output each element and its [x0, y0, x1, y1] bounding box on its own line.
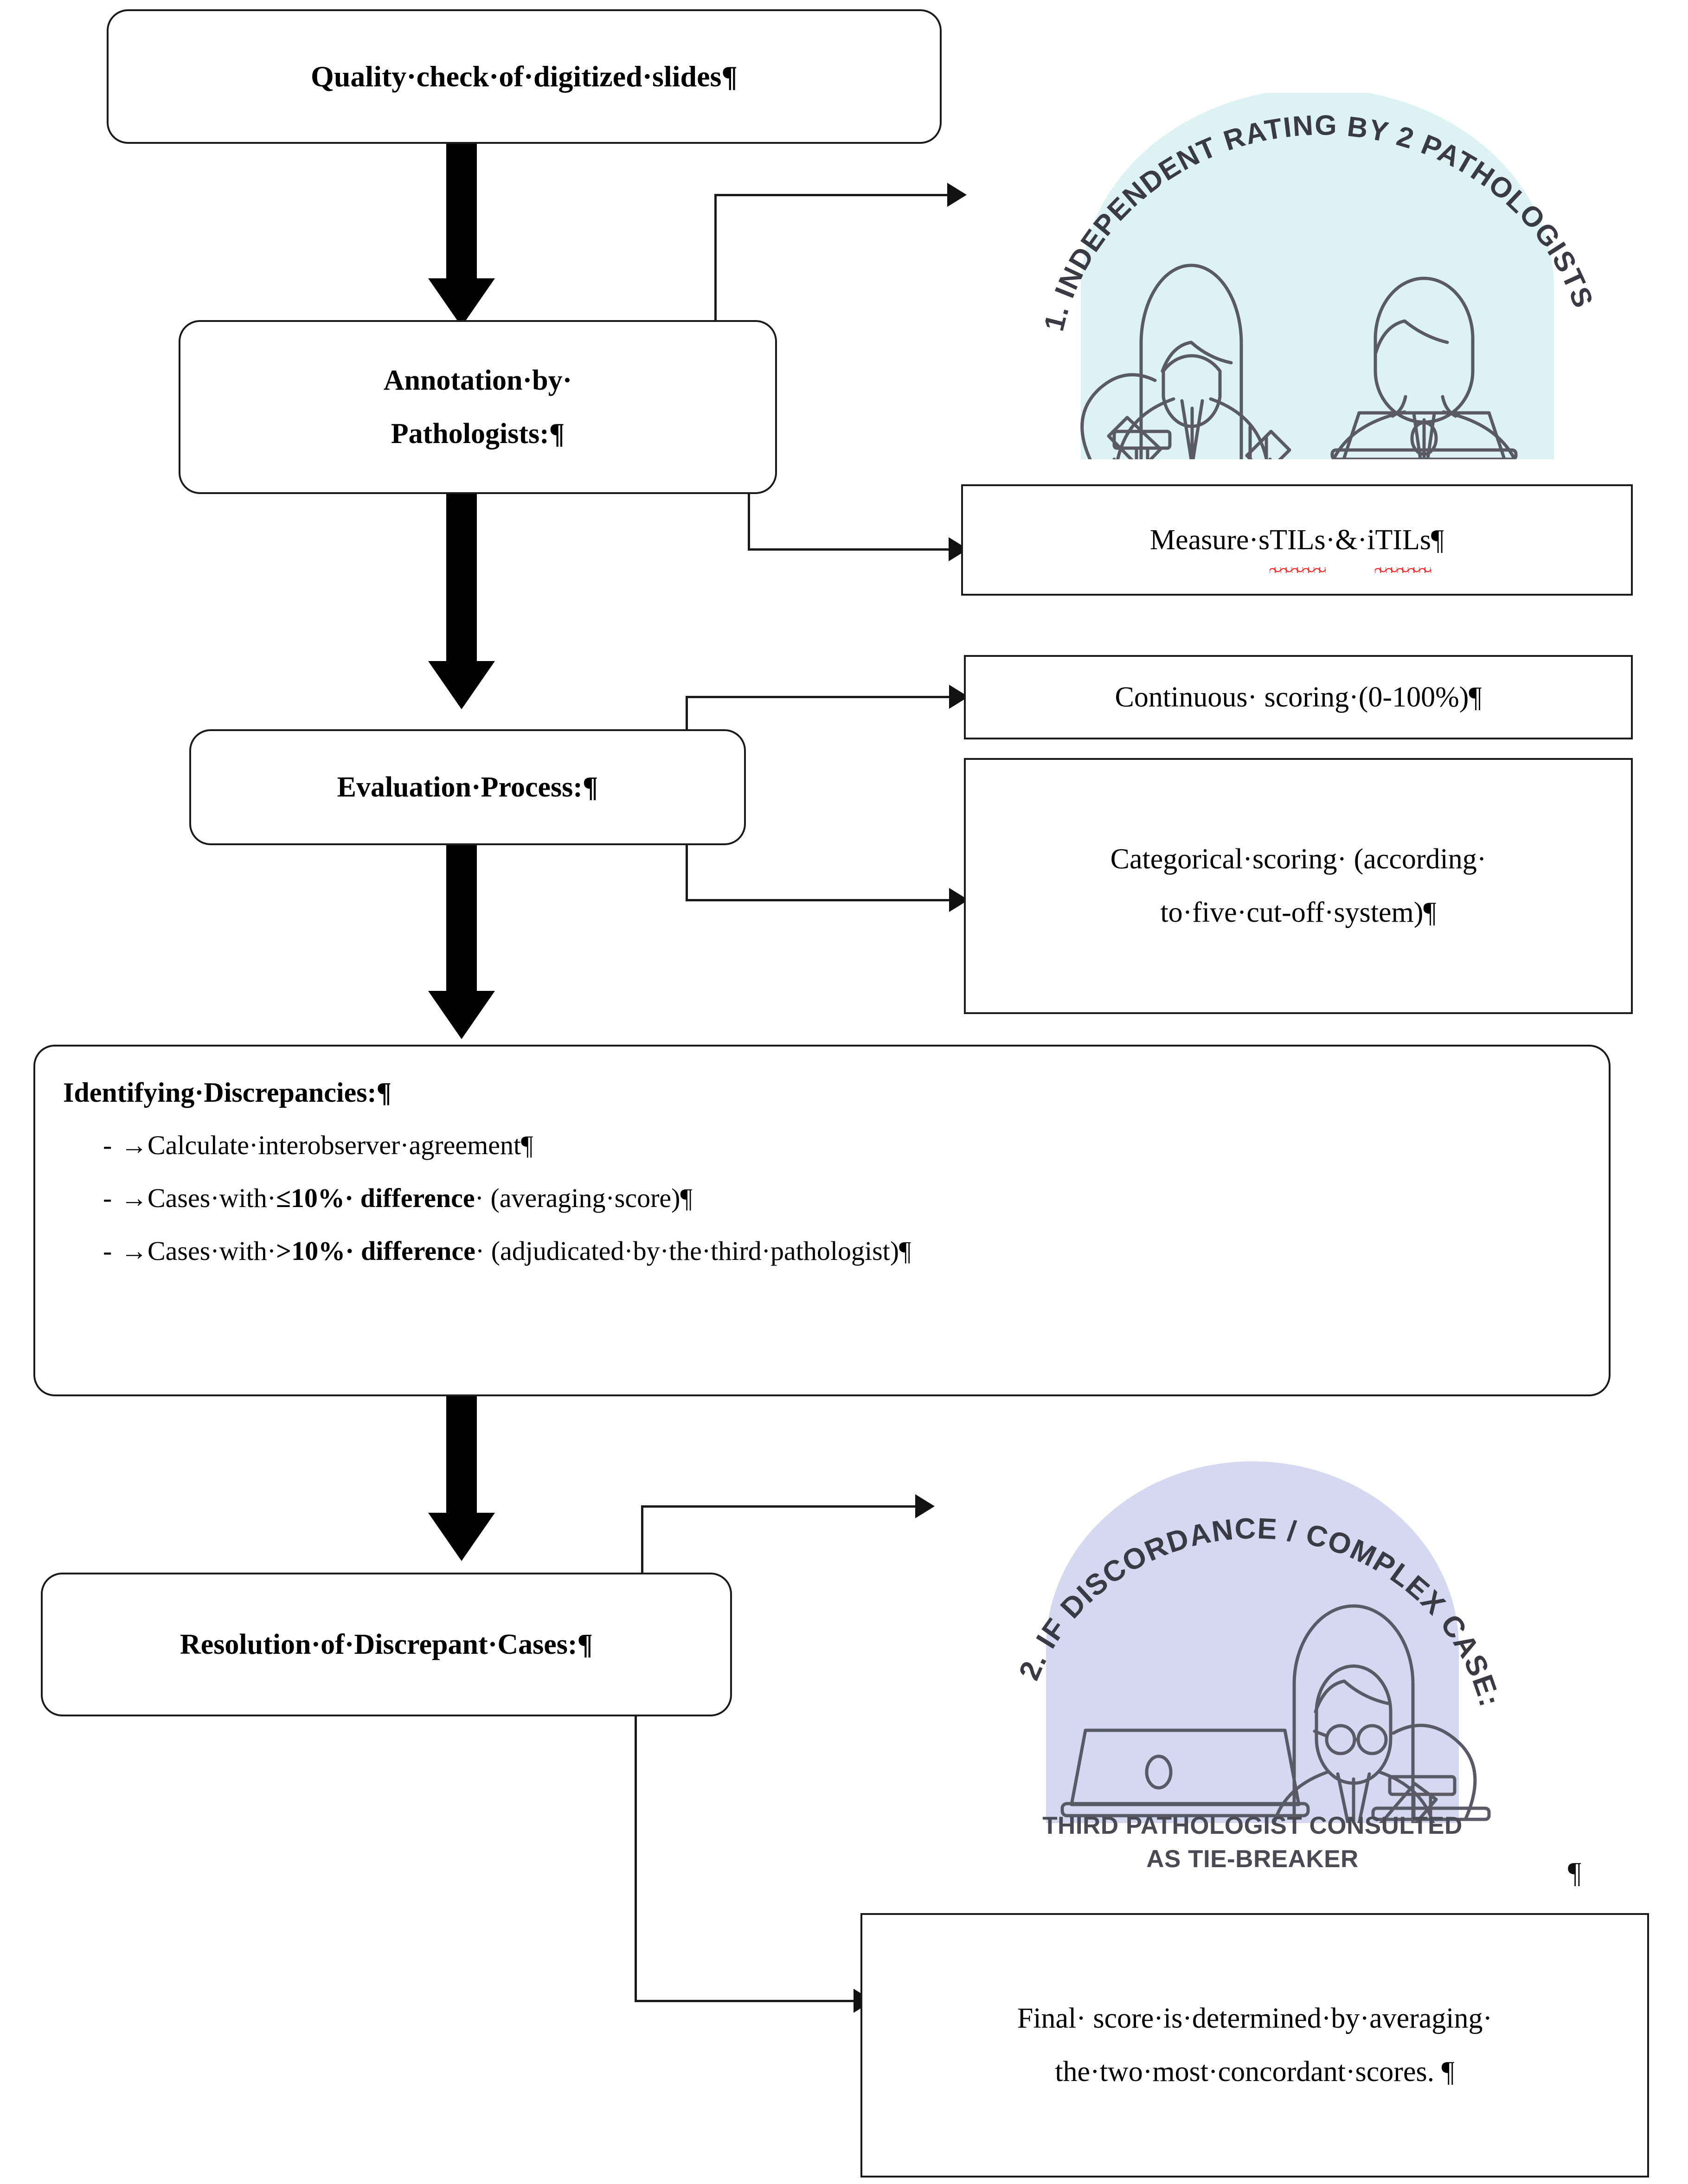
- arrowhead-to-illustration2: [915, 1494, 935, 1518]
- node-final-score-line2: the·two·most·concordant·scores. ¶: [1055, 2056, 1455, 2088]
- illustration2-caption-line2: AS TIE-BREAKER: [1146, 1845, 1359, 1873]
- connector-evaluation-to-continuous: [686, 696, 951, 698]
- discrepancy-item-1: -→Calculate·interobserver·agreement¶: [103, 1124, 1581, 1166]
- bullet-arrow-2: →: [121, 1182, 148, 1213]
- node-final-score-line1: Final· score·is·determined·by·averaging·: [1017, 2003, 1493, 2035]
- discrepancy-item-1-text: Calculate·interobserver·agreement¶: [148, 1130, 533, 1160]
- discrepancy-item-2: -→Cases·with·≤10%· difference· (averagin…: [103, 1177, 1581, 1219]
- connector-resolution-to-final: [635, 2000, 855, 2002]
- node-categorical-scoring-line2: to·five·cut-off·system)¶: [1160, 897, 1437, 928]
- connector-annotation-down-stub: [748, 493, 750, 551]
- bullet-arrow-1: →: [121, 1130, 148, 1160]
- node-quality-check[interactable]: Quality·check·of·digitized·slides¶: [107, 9, 942, 144]
- node-measure-tils-label: Measure·sTILs·&·iTILs¶: [1137, 514, 1457, 573]
- measure-prefix-text: Measure·s: [1149, 524, 1270, 556]
- arrowhead-to-illustration1: [947, 183, 967, 207]
- node-annotation-by-pathologists[interactable]: Annotation·by· Pathologists:¶: [179, 320, 777, 494]
- discrepancies-title: Identifying·Discrepancies:¶: [63, 1077, 392, 1108]
- connector-resolution-down-stub: [635, 1671, 637, 2002]
- connector-annotation-to-illustration1: [714, 194, 949, 196]
- connector-annotation-up-stub: [714, 194, 717, 321]
- node-continuous-scoring-label: Continuous· scoring·(0-100%)¶: [1115, 681, 1482, 713]
- node-resolution-of-discrepant-cases[interactable]: Resolution·of·Discrepant·Cases:¶: [41, 1573, 732, 1716]
- bullet-dash-3: -: [103, 1235, 112, 1266]
- node-categorical-scoring-line1: Categorical·scoring· (according·: [1110, 843, 1487, 875]
- illustration2-caption-line1: THIRD PATHOLOGIST CONSULTED: [1042, 1812, 1463, 1839]
- measure-itils-misspelling: TILs: [1375, 514, 1431, 573]
- discrepancy-item-3-pre: Cases·with·: [148, 1235, 276, 1266]
- connector-resolution-up-stub: [641, 1505, 643, 1575]
- illustration-third-pathologist: 2. IF DISCORDANCE / COMPLEX CASE:: [969, 1452, 1582, 1823]
- discrepancy-item-3-post: · (adjudicated·by·the·third·pathologist)…: [475, 1235, 911, 1266]
- node-identifying-discrepancies[interactable]: Identifying·Discrepancies:¶ -→Calculate·…: [33, 1045, 1611, 1396]
- node-measure-tils[interactable]: Measure·sTILs·&·iTILs¶: [961, 484, 1633, 596]
- node-annotation-label-line2: Pathologists:¶: [391, 418, 565, 450]
- illustration-two-pathologists: 1. INDEPENDENT RATING BY 2 PATHOLOGISTS: [988, 93, 1647, 459]
- discrepancy-item-2-bold: ≤10%· difference: [276, 1182, 475, 1213]
- node-evaluation-process-label: Evaluation·Process:¶: [337, 771, 598, 803]
- connector-annotation-to-measure: [748, 548, 950, 551]
- measure-suffix-text: ¶: [1431, 524, 1444, 556]
- flow-arrow-evaluation-to-discrepancies: [428, 835, 495, 1039]
- illustration2-caption: THIRD PATHOLOGIST CONSULTED AS TIE-BREAK…: [988, 1809, 1517, 1876]
- connector-evaluation-up-stub: [686, 696, 688, 752]
- node-final-score[interactable]: Final· score·is·determined·by·averaging·…: [860, 1913, 1649, 2178]
- bullet-dash-1: -: [103, 1130, 112, 1160]
- node-continuous-scoring[interactable]: Continuous· scoring·(0-100%)¶: [964, 655, 1633, 739]
- connector-resolution-to-illustration2: [641, 1505, 917, 1508]
- discrepancy-item-2-post: · (averaging·score)¶: [475, 1182, 693, 1213]
- measure-mid-text: ·&·i: [1325, 524, 1375, 556]
- flow-arrow-discrepancies-to-resolution: [428, 1396, 495, 1561]
- flow-arrow-annotation-to-evaluation: [428, 494, 495, 709]
- connector-evaluation-down-stub: [686, 844, 688, 901]
- node-evaluation-process[interactable]: Evaluation·Process:¶: [189, 729, 746, 845]
- discrepancy-item-2-pre: Cases·with·: [148, 1182, 276, 1213]
- node-annotation-label-line1: Annotation·by·: [383, 364, 572, 396]
- bullet-dash-2: -: [103, 1182, 112, 1213]
- measure-stils-misspelling: TILs: [1270, 514, 1326, 573]
- stray-pilcrow-mark: ¶: [1568, 1856, 1581, 1889]
- discrepancy-item-3-bold: >10%· difference: [276, 1235, 475, 1266]
- node-resolution-label: Resolution·of·Discrepant·Cases:¶: [180, 1628, 593, 1660]
- discrepancy-item-3: -→Cases·with·>10%· difference· (adjudica…: [103, 1230, 1581, 1272]
- flow-arrow-quality-to-annotation: [428, 139, 495, 327]
- connector-evaluation-to-categorical: [686, 899, 951, 901]
- node-quality-check-label: Quality·check·of·digitized·slides¶: [311, 59, 738, 93]
- bullet-arrow-3: →: [121, 1235, 148, 1266]
- node-categorical-scoring[interactable]: Categorical·scoring· (according· to·five…: [964, 758, 1633, 1014]
